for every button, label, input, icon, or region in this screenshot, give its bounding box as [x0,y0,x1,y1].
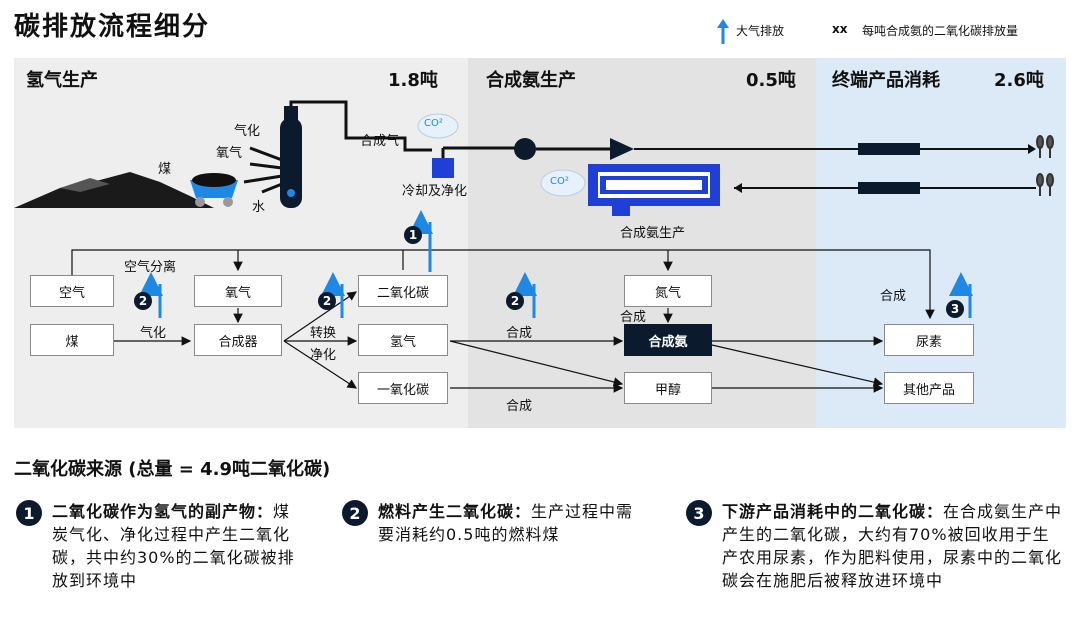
box-co2: 二氧化碳 [358,275,448,307]
syngas-label: 合成气 [360,134,400,149]
product-bar-2 [858,182,920,194]
box-oxygen: 氧气 [194,275,282,307]
coal-pile-icon [14,172,214,208]
co2-bubble-label-2: CO² [550,176,569,187]
zone-title-ammonia: 合成氨生产 [486,70,576,91]
zone-title-end-use: 终端产品消耗 [832,70,940,91]
box-nitrogen: 氮气 [624,275,712,307]
label-synth-4: 合成 [880,289,907,304]
zone-amount-ammonia: 0.5吨 [746,70,796,91]
cooling-unit-icon [432,158,454,178]
source-badge-2: 2 [342,500,368,526]
zone-hydrogen [14,58,468,428]
ammonia-plant-icon [588,164,720,216]
oxygen-illus-label: 氧气 [216,146,243,161]
box-other-products: 其他产品 [884,372,974,404]
source-note-3-body: 在合成氨生产中产生的二氧化碳，大约有70%被回收用于生产农用尿素，作为肥料使用，… [722,502,1063,590]
source-note-1-head: 二氧化碳作为氢气的副产物： [52,502,274,521]
emission-arrow-icon [717,19,729,44]
label-shift: 转换 [310,326,337,341]
source-note-3: 下游产品消耗中的二氧化碳：在合成氨生产中产生的二氧化碳，大约有70%被回收用于生… [722,500,1066,592]
source-note-2-body: 生产过程中需要消耗约0.5吨的燃料煤 [378,502,634,544]
co2-bubble-label: CO² [424,118,443,129]
legend-xx-symbol: xx [832,22,848,36]
water-label: 水 [252,200,266,215]
box-methanol: 甲醇 [624,372,712,404]
badge-3: 3 [946,300,964,318]
process-illustration [14,100,1054,216]
box-reactor: 合成器 [194,324,282,356]
coal-cart-icon [190,173,238,207]
gasification-label: 气化 [234,124,261,139]
valve-icon [610,138,634,160]
legend-xx-label: 每吨合成氨的二氧化碳排放量 [862,24,1019,38]
zone-title-hydrogen: 氢气生产 [26,70,98,91]
label-synth-3: 合成 [620,310,647,325]
coal-label: 煤 [158,162,172,177]
flow-connectors [71,210,973,393]
zone-end-use [816,58,1066,428]
source-badge-1: 1 [16,500,42,526]
co2-cloud-icon-2 [540,169,586,197]
source-note-2-head: 燃料产生二氧化碳： [378,502,532,521]
label-gasify: 气化 [140,326,167,341]
badge-2c: 2 [506,292,524,310]
page-title: 碳排放流程细分 [14,12,211,42]
badge-2a: 2 [134,292,152,310]
product-bar-1 [858,143,920,155]
source-note-1-body: 煤炭气化、净化过程中产生二氧化碳，共中约30%的二氧化碳被排放到环境中 [52,502,295,590]
source-note-3-head: 下游产品消耗中的二氧化碳： [722,502,944,521]
compressor-icon [514,138,536,160]
box-hydrogen: 氢气 [358,324,448,356]
zone-ammonia [468,58,816,428]
wheat-icon [1036,135,1054,196]
gasifier-tower-icon [280,106,302,208]
legend-emission-label: 大气排放 [736,24,785,38]
badge-2b: 2 [318,292,336,310]
source-note-1: 二氧化碳作为氢气的副产物：煤炭气化、净化过程中产生二氧化碳，共中约30%的二氧化… [52,500,302,592]
box-co: 一氧化碳 [358,372,448,404]
zone-amount-hydrogen: 1.8吨 [388,70,438,91]
cooling-label: 冷却及净化 [402,184,468,199]
label-purify: 净化 [310,348,337,363]
box-coal: 煤 [30,324,114,356]
label-air-separation: 空气分离 [124,260,177,275]
badge-1: 1 [404,226,422,244]
sources-title: 二氧化碳来源 (总量 = 4.9吨二氧化碳) [14,459,331,480]
zone-amount-end-use: 2.6吨 [994,70,1044,91]
box-air: 空气 [30,275,114,307]
co2-cloud-icon [417,113,459,139]
box-urea: 尿素 [884,324,974,356]
label-synth-2: 合成 [506,399,533,414]
box-ammonia: 合成氨 [624,324,712,356]
label-synth-1: 合成 [506,326,533,341]
ammonia-plant-label: 合成氨生产 [620,226,686,241]
source-note-2: 燃料产生二氧化碳：生产过程中需要消耗约0.5吨的燃料煤 [378,500,634,546]
source-badge-3: 3 [686,500,712,526]
